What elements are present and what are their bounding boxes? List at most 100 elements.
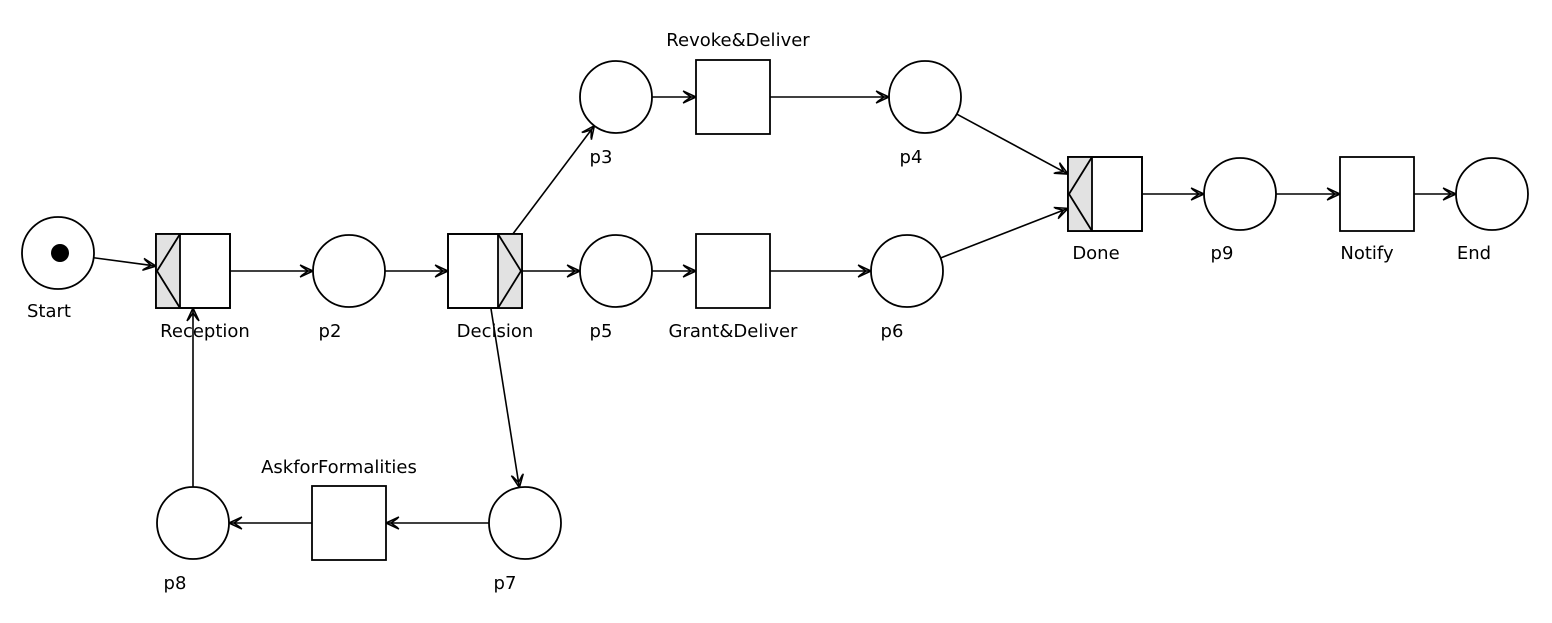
arc-line: [956, 113, 1069, 175]
arc-p9-to-notify: [1276, 187, 1342, 201]
place-label-p3: p3: [590, 147, 613, 168]
arrowhead-inner: [389, 517, 399, 529]
arc-p2-to-decision: [385, 264, 450, 278]
arrowhead-inner: [1054, 207, 1065, 218]
split-notch-icon: [497, 233, 523, 309]
place-circle: [156, 486, 230, 560]
arrowhead-inner: [1327, 188, 1337, 200]
arrowhead-inner: [582, 128, 593, 139]
transition-askfor[interactable]: [311, 485, 387, 561]
place-circle: [870, 234, 944, 308]
arc-decision-to-p3: [512, 124, 596, 235]
split-shade: [498, 234, 522, 308]
transition-notify[interactable]: [1339, 156, 1415, 232]
place-p6[interactable]: [870, 234, 944, 308]
place-circle: [579, 60, 653, 134]
join-shade: [156, 234, 180, 308]
transition-label-grant: Grant&Deliver: [669, 321, 799, 342]
arc-reception-to-p2: [230, 264, 315, 278]
arc-line: [940, 207, 1069, 259]
place-label-p6: p6: [881, 321, 904, 342]
transition-box: [695, 59, 771, 135]
join-notch-icon: [1067, 156, 1093, 232]
place-p7[interactable]: [488, 486, 562, 560]
place-p8[interactable]: [156, 486, 230, 560]
join-notch-icon: [155, 233, 181, 309]
arrowhead-inner: [683, 265, 693, 277]
place-circle: [312, 234, 386, 308]
transition-done[interactable]: [1067, 156, 1143, 232]
place-circle: [488, 486, 562, 560]
arrowhead-inner: [858, 265, 868, 277]
transition-outline: [155, 233, 231, 309]
arrowhead-inner: [876, 91, 886, 103]
arc-line: [490, 307, 521, 488]
place-label-p8: p8: [164, 573, 187, 594]
arc-start-to-reception: [93, 256, 158, 272]
transition-box: [1339, 156, 1415, 232]
arc-notify-to-end: [1414, 187, 1458, 201]
token-icon: [51, 244, 69, 262]
arrowhead-inner: [187, 311, 199, 321]
transition-grant[interactable]: [695, 233, 771, 309]
place-label-start: Start: [27, 301, 71, 322]
arrowhead-inner: [683, 91, 693, 103]
place-end[interactable]: [1455, 157, 1529, 231]
transition-reception[interactable]: [155, 233, 231, 309]
place-p5[interactable]: [579, 234, 653, 308]
place-p2[interactable]: [312, 234, 386, 308]
transition-label-reception: Reception: [160, 321, 250, 342]
transition-revoke[interactable]: [695, 59, 771, 135]
place-label-end: End: [1457, 243, 1491, 264]
arrowhead-inner: [143, 258, 153, 271]
arrowhead-inner: [511, 474, 524, 484]
place-p3[interactable]: [579, 60, 653, 134]
transition-box: [695, 233, 771, 309]
arc-decision-to-p5: [522, 264, 582, 278]
arcs-layer: [93, 90, 1458, 530]
join-shade: [1068, 157, 1092, 231]
place-label-p5: p5: [590, 321, 613, 342]
arc-askfor-to-p8: [227, 516, 312, 530]
transition-label-done: Done: [1072, 243, 1119, 264]
arrowhead-inner: [567, 265, 577, 277]
arrowhead-inner: [232, 517, 242, 529]
place-label-p4: p4: [900, 147, 923, 168]
arc-grant-to-p6: [770, 264, 873, 278]
transition-label-decision: Decision: [457, 321, 534, 342]
transition-label-notify: Notify: [1340, 243, 1394, 264]
arc-done-to-p9: [1142, 187, 1206, 201]
transition-outline: [1067, 156, 1143, 232]
place-label-p7: p7: [494, 573, 517, 594]
place-start[interactable]: [21, 216, 95, 290]
arc-p7-to-askfor: [384, 516, 489, 530]
arrowhead-inner: [1443, 188, 1453, 200]
place-circle: [1203, 157, 1277, 231]
transition-label-revoke: Revoke&Deliver: [666, 30, 810, 51]
transition-label-askfor: AskforFormalities: [261, 457, 417, 478]
arc-line: [512, 125, 595, 235]
arrowhead-inner: [300, 265, 310, 277]
place-p9[interactable]: [1203, 157, 1277, 231]
arc-p6-to-done: [940, 206, 1070, 259]
transition-decision[interactable]: [447, 233, 523, 309]
arc-p3-to-revoke: [652, 90, 698, 104]
arrowhead-inner: [435, 265, 445, 277]
arrowhead-inner: [1191, 188, 1201, 200]
arc-p4-to-done: [956, 113, 1070, 175]
arrowhead-inner: [1054, 163, 1065, 174]
place-label-p2: p2: [319, 321, 342, 342]
transition-box: [311, 485, 387, 561]
arc-p5-to-grant: [652, 264, 698, 278]
place-circle: [579, 234, 653, 308]
place-p4[interactable]: [888, 60, 962, 134]
transition-outline: [447, 233, 523, 309]
arc-revoke-to-p4: [770, 90, 891, 104]
arc-line: [93, 256, 157, 267]
place-circle: [1455, 157, 1529, 231]
place-circle: [888, 60, 962, 134]
nodes-layer: [21, 59, 1529, 561]
place-label-p9: p9: [1211, 243, 1234, 264]
